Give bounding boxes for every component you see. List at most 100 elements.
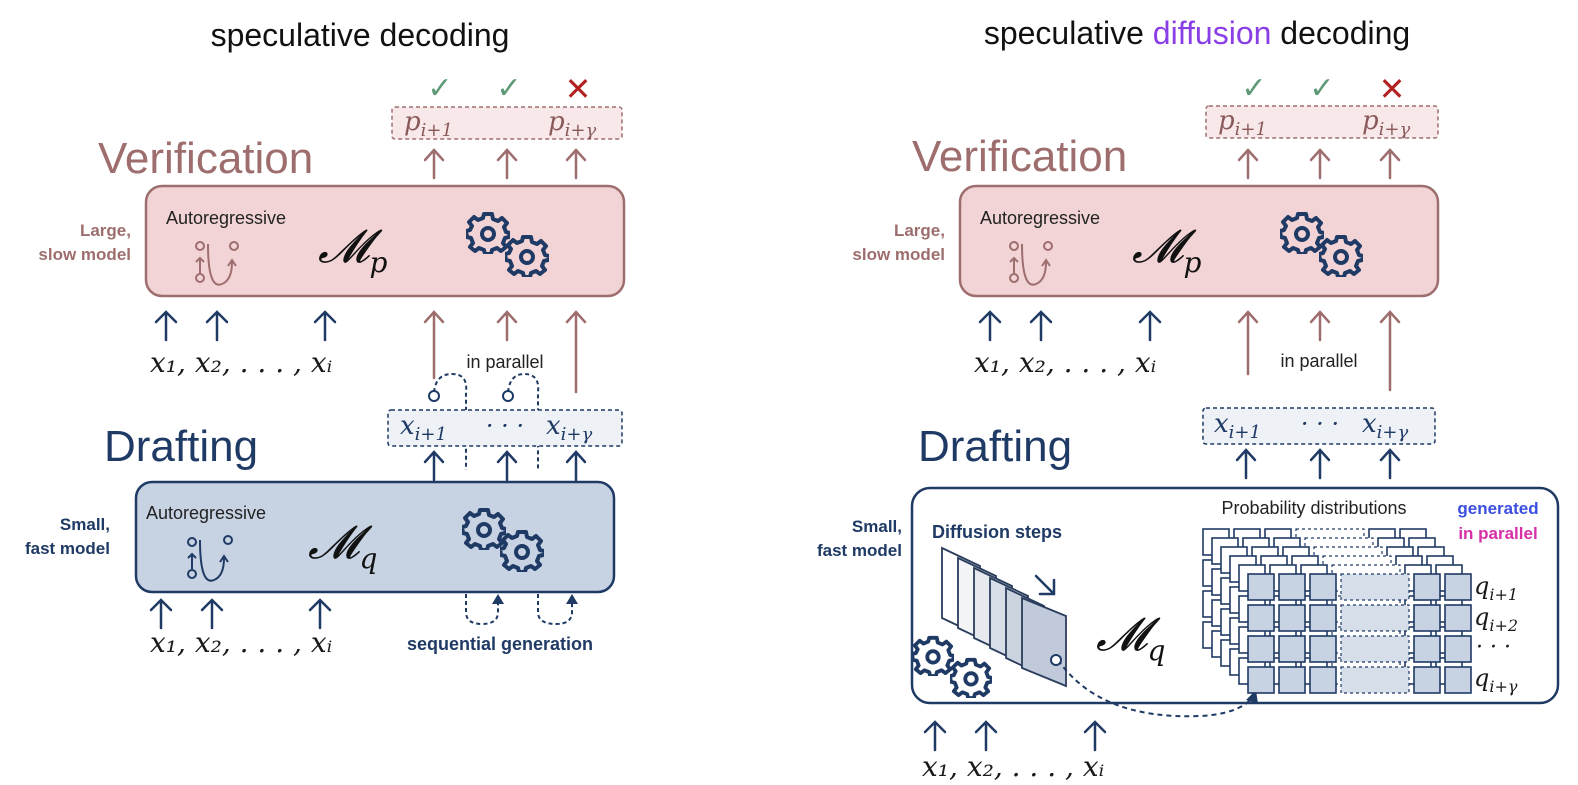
- p-first-r: pi+1: [1218, 106, 1267, 140]
- verification-label-r: Verification: [912, 132, 1127, 181]
- right-title: speculative diffusion decoding: [984, 15, 1410, 51]
- curve-start-node: [1050, 654, 1062, 666]
- x-first: xi+1: [400, 411, 447, 445]
- diffusion-step-panels: [941, 546, 1067, 688]
- prob-cell: [1309, 635, 1337, 663]
- verifier-input-arrows: [154, 310, 337, 342]
- prob-cell: [1444, 604, 1472, 632]
- check-mark-r1: ✓: [1241, 71, 1266, 106]
- sequential-return-loops: [465, 594, 573, 626]
- prob-cell: [1247, 635, 1275, 663]
- x-last-r: xi+γ: [1362, 409, 1409, 443]
- prob-cell: [1309, 604, 1337, 632]
- verifier-model-box-r: [958, 184, 1440, 298]
- left-title: speculative decoding: [211, 17, 510, 53]
- draft-token-box: [387, 409, 623, 447]
- in-parallel-colored-label: in parallel: [1458, 524, 1537, 543]
- prob-cell: [1278, 666, 1306, 694]
- drafter-input-arrows-r: [923, 720, 1107, 752]
- prob-cell: [1444, 666, 1472, 694]
- cross-mark-r: ✕: [1379, 70, 1406, 108]
- x-middle-r: · · ·: [1301, 410, 1339, 438]
- sequential-generation-label: sequential generation: [407, 634, 593, 654]
- check-mark-r2: ✓: [1309, 71, 1334, 106]
- in-parallel-label-r: in parallel: [1280, 351, 1357, 371]
- large-model-label-r2: slow model: [852, 245, 945, 264]
- diffusion-direction-arrow: [1034, 574, 1056, 596]
- prob-cell: [1247, 573, 1275, 601]
- draft-token-box-r: [1202, 407, 1436, 445]
- p-last-r: pi+γ: [1362, 106, 1410, 140]
- verifier-mode-label-r: Autoregressive: [980, 208, 1100, 228]
- drafter-output-arrows: [423, 450, 587, 482]
- verify-output-box: [391, 106, 623, 140]
- large-model-label-r1: Large,: [894, 221, 945, 240]
- loop-node-2: [502, 390, 514, 402]
- verify-output-arrows: [423, 148, 587, 180]
- drafter-inputs-r: x₁, x₂, . . . , xᵢ: [922, 750, 1104, 783]
- drafter-input-arrows: [149, 598, 332, 630]
- prob-cell: [1278, 604, 1306, 632]
- prob-cell: [1444, 635, 1472, 663]
- drafter-output-arrows-r: [1235, 448, 1401, 480]
- small-model-label-r2: fast model: [817, 541, 902, 560]
- draft-to-verify-arrows-r: [1237, 310, 1401, 392]
- small-model-label-2: fast model: [25, 539, 110, 558]
- prob-cell: [1247, 666, 1275, 694]
- probability-grid-stack: [1202, 528, 1472, 694]
- verification-label: Verification: [98, 134, 313, 183]
- sequential-loops: [433, 372, 540, 470]
- p-last: pi+γ: [548, 107, 596, 141]
- prob-cell: [1247, 604, 1275, 632]
- prob-cell: [1278, 573, 1306, 601]
- small-model-label-1: Small,: [60, 515, 110, 534]
- in-parallel-label: in parallel: [466, 352, 543, 372]
- x-first-r: xi+1: [1214, 409, 1261, 443]
- cross-mark: ✕: [565, 70, 592, 108]
- q-label-1: qi+1: [1474, 572, 1518, 604]
- verifier-inputs: x₁, x₂, . . . , xᵢ: [150, 346, 332, 379]
- prob-cell: [1309, 573, 1337, 601]
- prob-cell: [1413, 573, 1441, 601]
- seq-arrowhead-1: [492, 594, 504, 604]
- autoregressive-icon: [195, 241, 239, 286]
- right-panel: speculative diffusion decoding ✓ ✓ ✕ pi+…: [817, 15, 1560, 783]
- drafter-model-box: [134, 480, 616, 594]
- prob-cell: [1413, 635, 1441, 663]
- x-last: xi+γ: [546, 411, 593, 445]
- prob-cell: [1444, 573, 1472, 601]
- generated-label: generated: [1457, 499, 1538, 518]
- verifier-input-arrows-r: [978, 310, 1162, 342]
- prob-dist-label: Probability distributions: [1221, 498, 1406, 518]
- large-model-label-1: Large,: [80, 221, 131, 240]
- large-model-label-2: slow model: [38, 245, 131, 264]
- verifier-mode-label: Autoregressive: [166, 208, 286, 228]
- q-label-2: qi+2: [1474, 603, 1518, 635]
- draft-to-verify-arrows: [423, 310, 587, 394]
- drafting-label: Drafting: [104, 422, 258, 471]
- autoregressive-icon-r: [1009, 241, 1053, 286]
- p-first: pi+1: [404, 107, 453, 141]
- prob-cell: [1278, 635, 1306, 663]
- prob-cell: [1309, 666, 1337, 694]
- verify-output-box-r: [1205, 105, 1439, 139]
- q-label-4: qi+γ: [1474, 664, 1518, 696]
- prob-cell: [1413, 666, 1441, 694]
- check-mark-2: ✓: [496, 71, 521, 106]
- diffusion-to-dist-curve: [1057, 659, 1255, 718]
- x-middle: · · ·: [486, 412, 524, 440]
- drafter-mode-label: Autoregressive: [146, 503, 266, 523]
- small-model-label-r1: Small,: [852, 517, 902, 536]
- verifier-inputs-r: x₁, x₂, . . . , xᵢ: [974, 346, 1156, 379]
- loop-node-1: [428, 390, 440, 402]
- verifier-model-symbol: 𝓜p: [318, 219, 388, 279]
- autoregressive-icon-drafter: [187, 535, 233, 582]
- diffusion-steps-label: Diffusion steps: [932, 522, 1062, 542]
- prob-cell-gap: [1340, 604, 1410, 632]
- drafter-inputs: x₁, x₂, . . . , xᵢ: [150, 626, 332, 659]
- prob-cell-gap: [1340, 573, 1410, 601]
- prob-cell-gap: [1340, 666, 1410, 694]
- drafting-label-r: Drafting: [918, 422, 1072, 471]
- verifier-model-box: [144, 184, 626, 298]
